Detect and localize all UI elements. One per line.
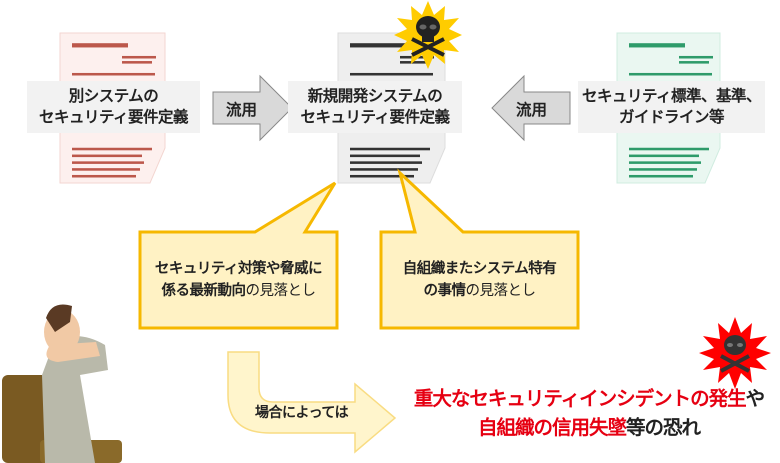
label-standards-guidelines: セキュリティ標準、基準、ガイドライン等: [578, 81, 765, 133]
callout-bubble-1: [138, 181, 339, 330]
callout-text-1: セキュリティ対策や脅威に 係る最新動向の見落とし: [140, 258, 337, 302]
callout-line: セキュリティ対策や脅威に: [154, 261, 323, 277]
risk-statement: 重大なセキュリティインシデントの発生や 自組織の信用失墜等の恐れ: [398, 384, 780, 442]
arrow-left: [491, 74, 571, 142]
callout-line: の見落とし: [465, 283, 537, 299]
reuse-label-right: 流用: [226, 101, 258, 119]
label-line: セキュリティ要件定義: [300, 108, 450, 126]
risk-text-red: 重大なセキュリティインシデントの発生: [413, 387, 747, 410]
label-line: セキュリティ要件定義: [38, 108, 189, 126]
callout-line: の見落とし: [245, 283, 317, 299]
callout-bubble-2: [379, 168, 580, 330]
label-line: セキュリティ標準、基準、: [581, 87, 762, 105]
label-line: ガイドライン等: [618, 108, 725, 126]
warning-skull-icon: [394, 1, 462, 69]
danger-skull-icon: [699, 317, 771, 389]
callout-text-2: 自組織またシステム特有 の事情の見落とし: [381, 258, 578, 302]
label-new-system-requirements: 新規開発システムのセキュリティ要件定義: [288, 81, 462, 133]
flow-label: 場合によっては: [255, 405, 349, 421]
arrow-right: [212, 74, 293, 142]
label-line: 新規開発システムの: [307, 87, 443, 105]
risk-text: 等の恐れ: [626, 416, 701, 439]
risk-text: や: [745, 387, 765, 410]
label-other-system-requirements: 別システムのセキュリティ要件定義: [27, 81, 200, 133]
callout-line: 自組織またシステム特有: [402, 261, 557, 277]
callout-emphasis: 係る最新動向: [161, 283, 247, 299]
callout-emphasis: の事情: [423, 283, 467, 299]
label-line: 別システムの: [68, 87, 159, 105]
risk-text-red: 自組織の信用失墜: [477, 416, 627, 439]
worried-man-illustration: [2, 304, 122, 463]
flow-arrow: [227, 351, 397, 454]
reuse-label-left: 流用: [516, 101, 548, 119]
